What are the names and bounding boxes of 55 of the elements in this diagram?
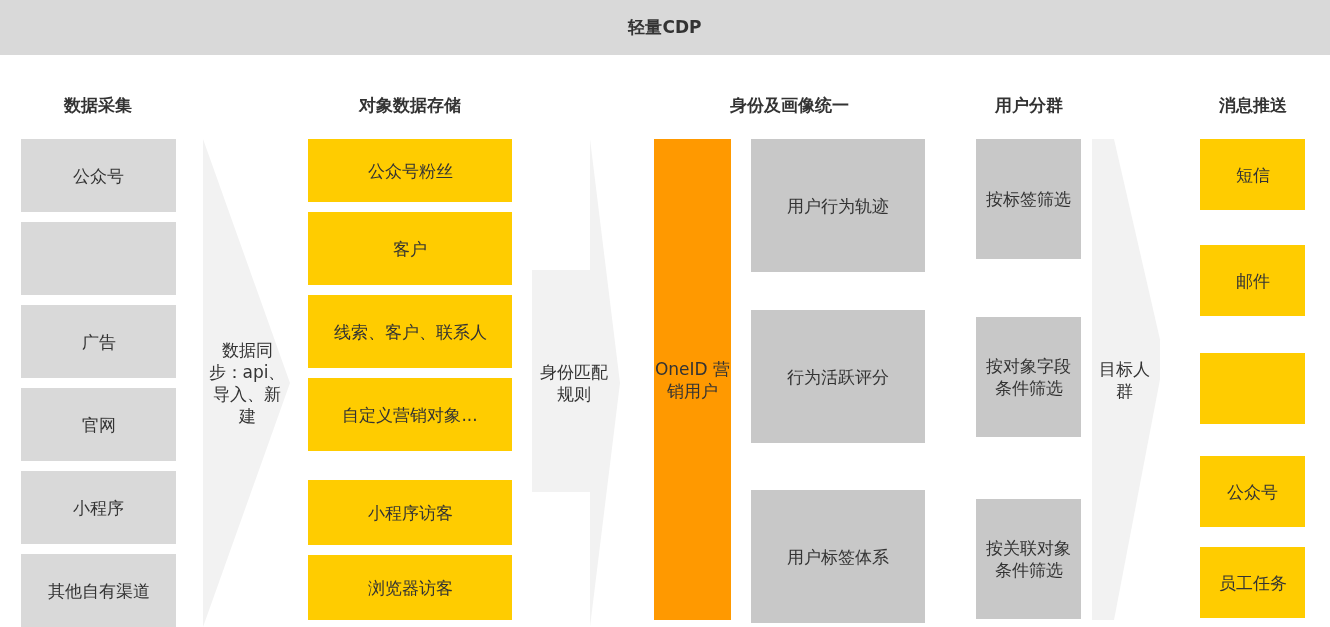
node-label: 官网 <box>80 413 117 436</box>
node-label: 公众号 <box>72 164 125 187</box>
process-box <box>751 139 925 272</box>
process-box <box>308 480 512 545</box>
diagram-title: 轻量CDP <box>628 16 702 39</box>
node-label: 邮件 <box>1234 269 1271 292</box>
node-label: 员工任务 <box>1217 571 1288 594</box>
process-box <box>751 490 925 623</box>
process-box <box>1200 245 1305 316</box>
process-box <box>976 317 1081 437</box>
node-label: 用户行为轨迹 <box>786 194 890 217</box>
process-box <box>21 388 176 461</box>
node-label: 目标人群 <box>1097 357 1151 402</box>
column-heading: 数据采集 <box>63 94 133 117</box>
process-box <box>21 305 176 378</box>
process-box <box>1200 547 1305 618</box>
process-box <box>308 295 512 368</box>
process-box <box>308 555 512 620</box>
node-label: 身份匹配规则 <box>539 361 609 405</box>
node-label: 广告 <box>80 330 117 353</box>
process-box <box>1200 456 1305 527</box>
node-label: 客户 <box>392 237 428 260</box>
node-label: 数据同步：api、导入、新建 <box>207 339 287 427</box>
process-box <box>308 139 512 202</box>
process-box <box>976 139 1081 259</box>
column-heading: 消息推送 <box>1217 94 1288 117</box>
node-label: 按标签筛选 <box>985 188 1072 210</box>
process-box <box>21 471 176 544</box>
node-label: 公众号 <box>1226 480 1279 503</box>
process-box <box>976 499 1081 619</box>
process-box <box>21 554 176 627</box>
process-box <box>1200 139 1305 210</box>
empty-box <box>21 222 176 295</box>
node-label: 短信 <box>1234 163 1271 186</box>
node-label: 小程序 <box>72 496 125 519</box>
node-label: 公众号粉丝 <box>366 159 454 182</box>
process-box <box>308 378 512 451</box>
node-label: 行为活跃评分 <box>786 365 890 388</box>
process-box <box>308 212 512 285</box>
node-label: 小程序访客 <box>366 501 454 524</box>
node-label: 浏览器访客 <box>366 576 454 599</box>
column-heading: 身份及画像统一 <box>729 94 850 117</box>
node-label: 按对象字段条件筛选 <box>985 355 1072 399</box>
column-heading: 用户分群 <box>993 94 1064 117</box>
column-heading: 对象数据存储 <box>357 94 462 117</box>
empty-box <box>1200 353 1305 424</box>
process-box <box>751 310 925 443</box>
node-label: 其他自有渠道 <box>46 579 151 602</box>
node-label: OneID 营销用户 <box>654 357 731 402</box>
process-box <box>21 139 176 212</box>
node-label: 按关联对象条件筛选 <box>985 537 1072 581</box>
node-label: 自定义营销对象... <box>341 403 479 426</box>
node-label: 用户标签体系 <box>786 545 890 568</box>
process-box <box>654 139 731 620</box>
node-label: 线索、客户、联系人 <box>332 320 488 343</box>
